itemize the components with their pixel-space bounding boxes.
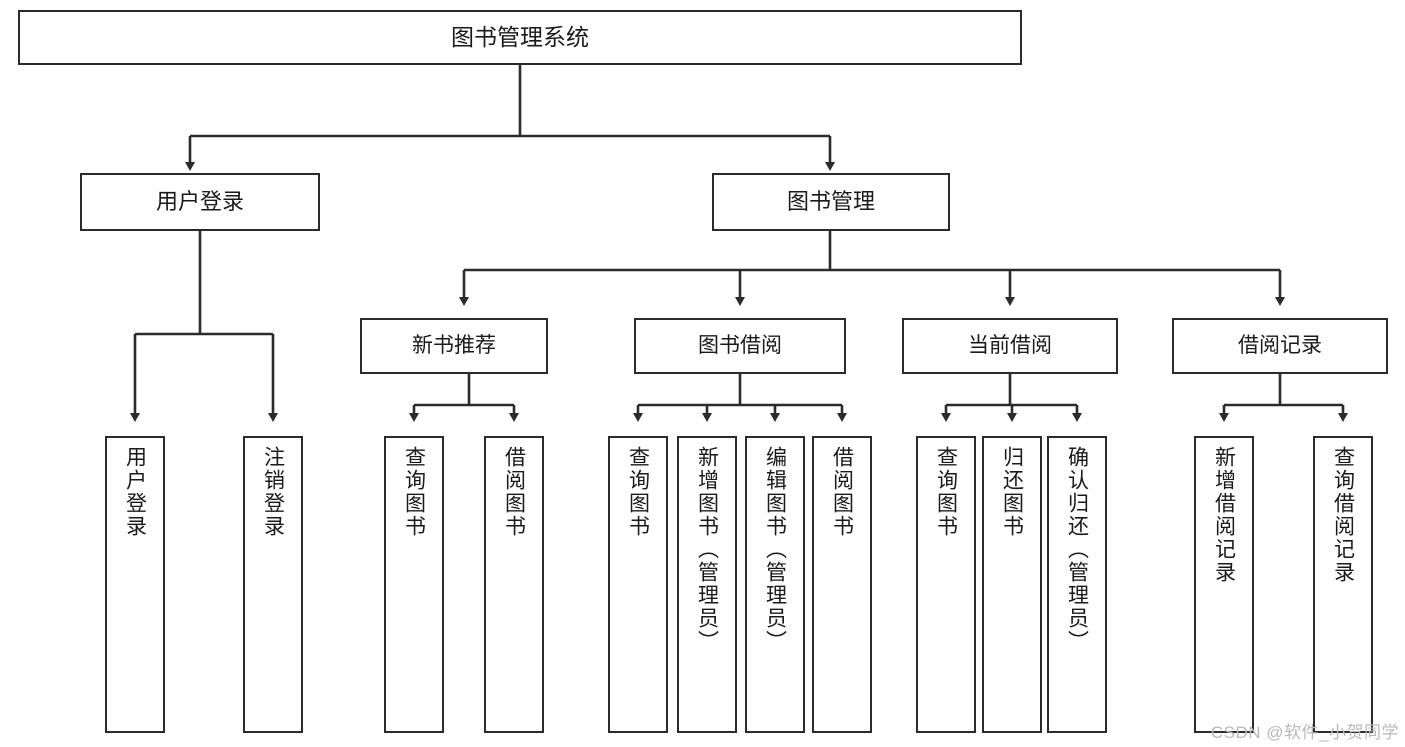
node-leaf-query-book-2-label: 查询图书 [626, 446, 650, 538]
node-leaf-query-book-1[interactable]: 查询图书 [384, 436, 444, 733]
node-user-login-label: 用户登录 [155, 189, 244, 215]
node-book-borrow[interactable]: 图书借阅 [634, 318, 846, 374]
node-book-management-label: 图书管理 [786, 189, 875, 215]
node-leaf-return-book-label: 归还图书 [1000, 446, 1024, 538]
node-leaf-query-book-3[interactable]: 查询图书 [916, 436, 976, 733]
node-root-label: 图书管理系统 [451, 23, 589, 50]
node-user-login[interactable]: 用户登录 [80, 173, 320, 231]
node-leaf-logout[interactable]: 注销登录 [243, 436, 303, 733]
node-leaf-add-borrow-record[interactable]: 新增借阅记录 [1194, 436, 1254, 733]
node-leaf-borrow-book-1[interactable]: 借阅图书 [484, 436, 544, 733]
node-leaf-borrow-book-2-label: 借阅图书 [830, 446, 854, 538]
node-new-book-recommend-label: 新书推荐 [412, 333, 496, 357]
node-leaf-query-book-2[interactable]: 查询图书 [608, 436, 668, 733]
watermark-text: CSDN @软件_小贺同学 [1210, 723, 1399, 742]
node-leaf-query-borrow-record[interactable]: 查询借阅记录 [1313, 436, 1373, 733]
node-leaf-add-book[interactable]: 新增图书（管理员） [677, 436, 737, 733]
node-leaf-confirm-return[interactable]: 确认归还（管理员） [1047, 436, 1107, 733]
node-new-book-recommend[interactable]: 新书推荐 [360, 318, 548, 374]
node-leaf-borrow-book-2[interactable]: 借阅图书 [812, 436, 872, 733]
node-leaf-query-book-1-label: 查询图书 [402, 446, 426, 538]
node-leaf-edit-book-label: 编辑图书（管理员） [763, 446, 787, 653]
node-leaf-confirm-return-label: 确认归还（管理员） [1065, 446, 1089, 653]
node-root[interactable]: 图书管理系统 [18, 10, 1022, 65]
node-borrow-records-label: 借阅记录 [1238, 333, 1322, 357]
node-leaf-borrow-book-1-label: 借阅图书 [502, 446, 526, 538]
node-borrow-records[interactable]: 借阅记录 [1172, 318, 1388, 374]
node-leaf-add-borrow-record-label: 新增借阅记录 [1212, 446, 1236, 584]
node-leaf-add-book-label: 新增图书（管理员） [695, 446, 719, 653]
node-book-borrow-label: 图书借阅 [698, 333, 782, 357]
node-leaf-logout-label: 注销登录 [261, 446, 285, 538]
node-leaf-query-book-3-label: 查询图书 [934, 446, 958, 538]
node-leaf-query-borrow-record-label: 查询借阅记录 [1331, 446, 1355, 584]
node-leaf-edit-book[interactable]: 编辑图书（管理员） [745, 436, 805, 733]
node-leaf-user-login-label: 用户登录 [123, 446, 147, 538]
node-leaf-user-login[interactable]: 用户登录 [105, 436, 165, 733]
node-current-borrow[interactable]: 当前借阅 [902, 318, 1118, 374]
node-book-management[interactable]: 图书管理 [712, 173, 950, 231]
node-current-borrow-label: 当前借阅 [968, 333, 1052, 357]
node-leaf-return-book[interactable]: 归还图书 [982, 436, 1042, 733]
